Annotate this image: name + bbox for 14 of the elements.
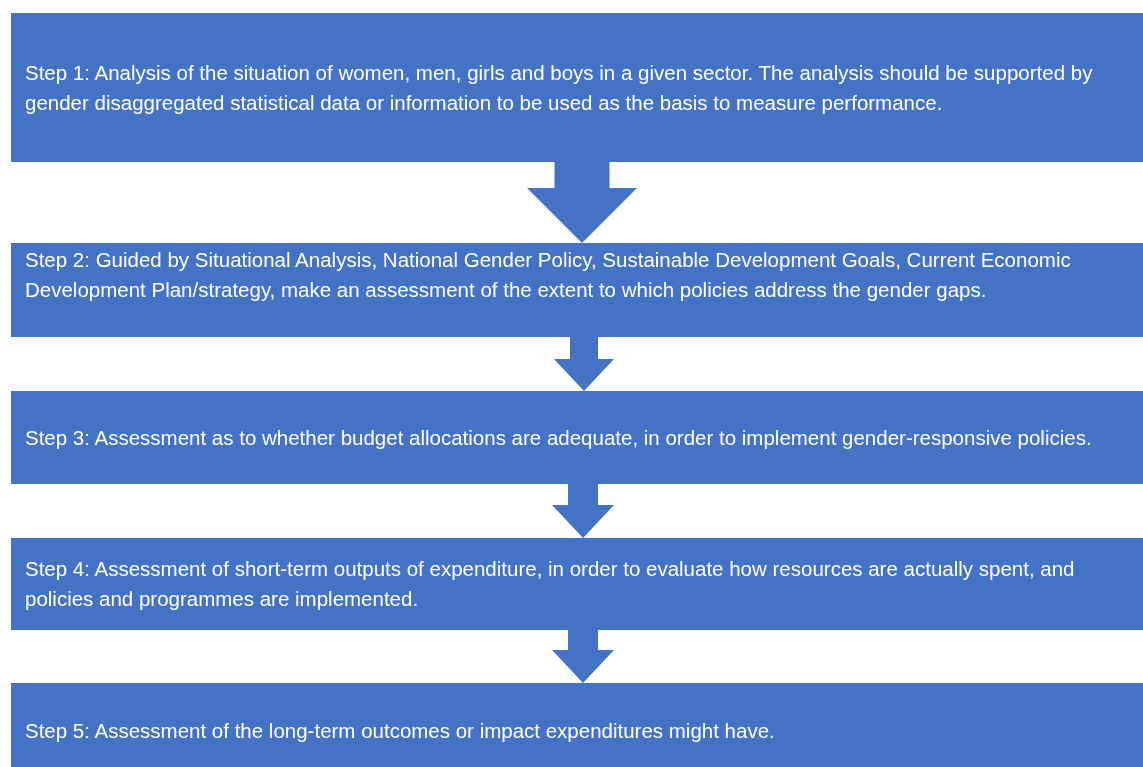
step-box <box>11 538 1143 630</box>
step-text: Step 2: Guided by Situational Analysis, National Gender Policy, Sustainable Development Goals, Current Economic Development Plan/strategy, make an assessment of the extent to which policies address the gender gaps. <box>25 247 1072 303</box>
step-box <box>11 391 1143 484</box>
step-box <box>11 243 1143 337</box>
block-arrow <box>552 630 614 683</box>
block-arrow <box>527 162 637 243</box>
block-arrow <box>554 337 614 391</box>
step-box <box>11 13 1143 162</box>
block-arrow <box>552 484 614 538</box>
step-text: Step 4: Assessment of short-term outputs of expenditure, in order to evaluate how resources are actually spent, and policies and programmes are implemented. <box>25 556 1076 612</box>
step-text: Step 1: Analysis of the situation of women, men, girls and boys in a given sector. The analysis should be supported by gender disaggregated statistical data or information to be used as the basis to measure performance. <box>25 59 1094 116</box>
step-text: Step 5: Assessment of the long-term outcomes or impact expenditures might have. <box>25 718 776 744</box>
step-box <box>11 683 1143 767</box>
step-text: Step 3: Assessment as to whether budget allocations are adequate, in order to implement gender-responsive policies. <box>25 424 1093 451</box>
